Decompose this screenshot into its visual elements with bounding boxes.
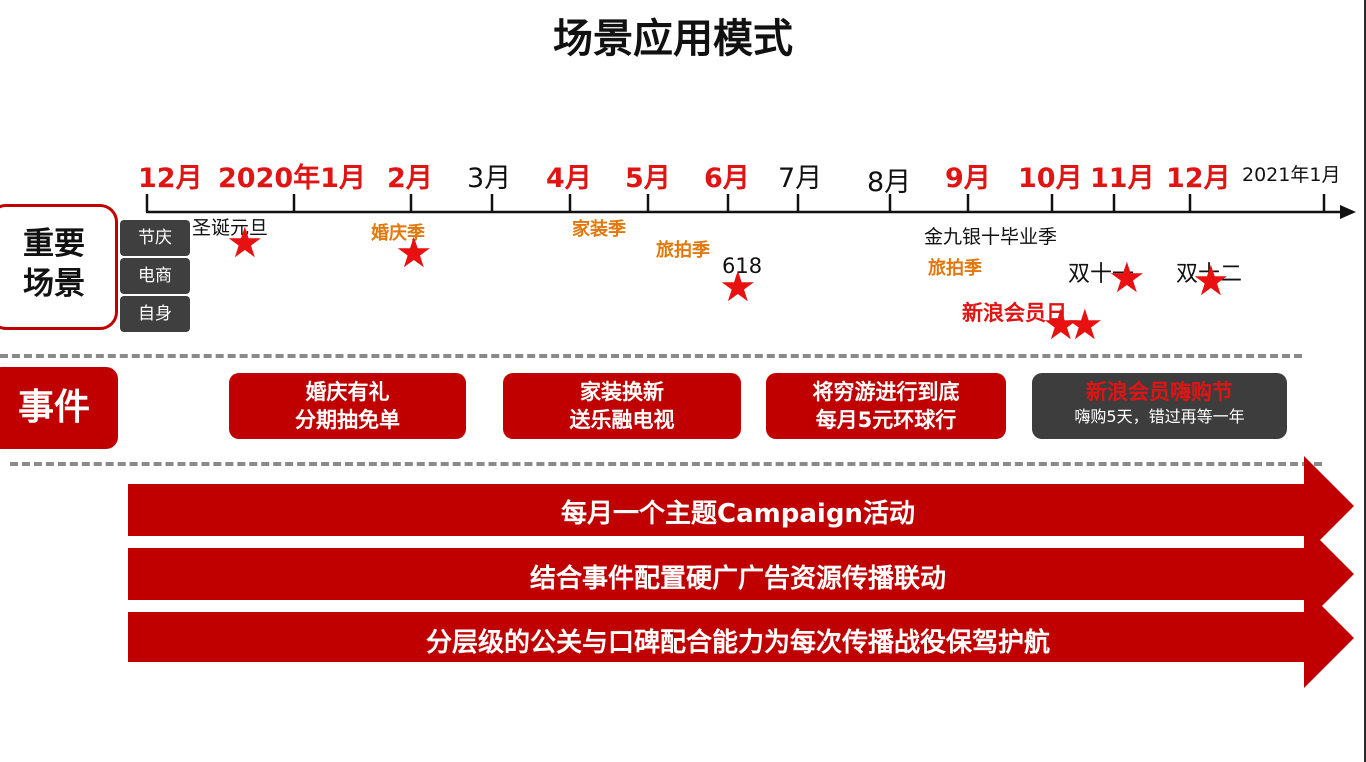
arrow-band-pr: 分层级的公关与口碑配合能力为每次传播战役保驾护航 — [128, 588, 1354, 688]
event-line1: 婚庆有礼 — [305, 380, 390, 404]
star-icon: ★ — [1066, 300, 1104, 349]
scene-label-double-12: 双十二 — [1176, 262, 1243, 287]
star-icon: ★ — [719, 262, 757, 311]
scene-label-618: 618 — [722, 254, 763, 278]
event-card-travel: 将穷游进行到底 每月5元环球行 — [766, 373, 1006, 439]
arrow-band-text: 每月一个主题Campaign活动 — [561, 499, 915, 529]
event-line2: 分期抽免单 — [295, 408, 400, 432]
star-icon: ★ — [395, 228, 433, 277]
event-card-vip-shopping: 新浪会员嗨购节 嗨购5天，错过再等一年 — [1032, 373, 1287, 439]
month-label-jan-2020: 2020年1月 — [218, 163, 366, 194]
event-line2: 每月5元环球行 — [815, 408, 957, 432]
arrow-band-text: 结合事件配置硬广广告资源传播联动 — [529, 564, 946, 594]
month-label-dec-2019: 12月 — [138, 163, 203, 194]
month-label-may: 5月 — [625, 163, 671, 194]
scene-label-christmas: 圣诞元旦 — [192, 217, 269, 239]
month-label-dec-2020: 12月 — [1166, 163, 1231, 194]
event-line1: 将穷游进行到底 — [812, 380, 960, 404]
scene-title-line1: 重要 — [23, 226, 85, 262]
scene-label-double-11: 双十一 — [1068, 262, 1135, 287]
scene-label-golden-season: 金九银十毕业季 — [924, 226, 1058, 248]
category-chip-festival: 节庆 — [120, 220, 190, 256]
scene-label-wedding: 婚庆季 — [371, 223, 425, 244]
scene-title-line2: 场景 — [23, 266, 85, 302]
scene-title: 重要 场景 — [8, 224, 100, 304]
star-icon: ★ — [226, 218, 264, 267]
event-line2: 嗨购5天，错过再等一年 — [1074, 407, 1245, 426]
page-title: 场景应用模式 — [553, 16, 793, 62]
event-line2: 送乐融电视 — [569, 408, 675, 432]
month-label-oct: 10月 — [1018, 163, 1083, 194]
star-icon: ★ — [1042, 300, 1080, 349]
month-label-jan-2021: 2021年1月 — [1242, 164, 1341, 186]
scene-label-home: 家装季 — [572, 219, 626, 240]
event-tab: 事件 — [0, 367, 118, 449]
arrow-band-text: 分层级的公关与口碑配合能力为每次传播战役保驾护航 — [425, 628, 1050, 658]
slide-right-border — [1364, 0, 1366, 762]
scene-label-travel-1: 旅拍季 — [656, 240, 710, 261]
scene-label-vip-day: 新浪会员日 — [962, 301, 1067, 325]
dashed-separator-bottom — [10, 462, 1322, 466]
event-card-wedding: 婚庆有礼 分期抽免单 — [229, 373, 466, 439]
category-chip-self: 自身 — [120, 296, 190, 332]
month-label-sep: 9月 — [945, 163, 991, 194]
month-label-aug: 8月 — [867, 167, 912, 198]
arrow-band-ads: 结合事件配置硬广广告资源传播联动 — [128, 524, 1354, 624]
month-label-feb: 2月 — [387, 163, 433, 194]
scene-box — [0, 204, 118, 330]
timeline-axis — [145, 194, 1356, 219]
event-line1: 新浪会员嗨购节 — [1086, 380, 1233, 404]
category-chip-ecommerce: 电商 — [120, 258, 190, 294]
scene-label-travel-2: 旅拍季 — [928, 258, 982, 279]
arrow-band-campaign: 每月一个主题Campaign活动 — [128, 456, 1354, 556]
dashed-separator-top — [0, 354, 1302, 358]
star-icon: ★ — [1108, 253, 1146, 302]
month-label-apr: 4月 — [546, 163, 592, 194]
month-label-nov: 11月 — [1090, 163, 1155, 194]
month-label-jun: 6月 — [704, 163, 750, 194]
event-card-home: 家装换新 送乐融电视 — [503, 373, 741, 439]
month-label-mar: 3月 — [467, 163, 512, 194]
event-line1: 家装换新 — [580, 380, 664, 404]
star-icon: ★ — [1192, 256, 1230, 305]
month-label-jul: 7月 — [778, 163, 823, 194]
